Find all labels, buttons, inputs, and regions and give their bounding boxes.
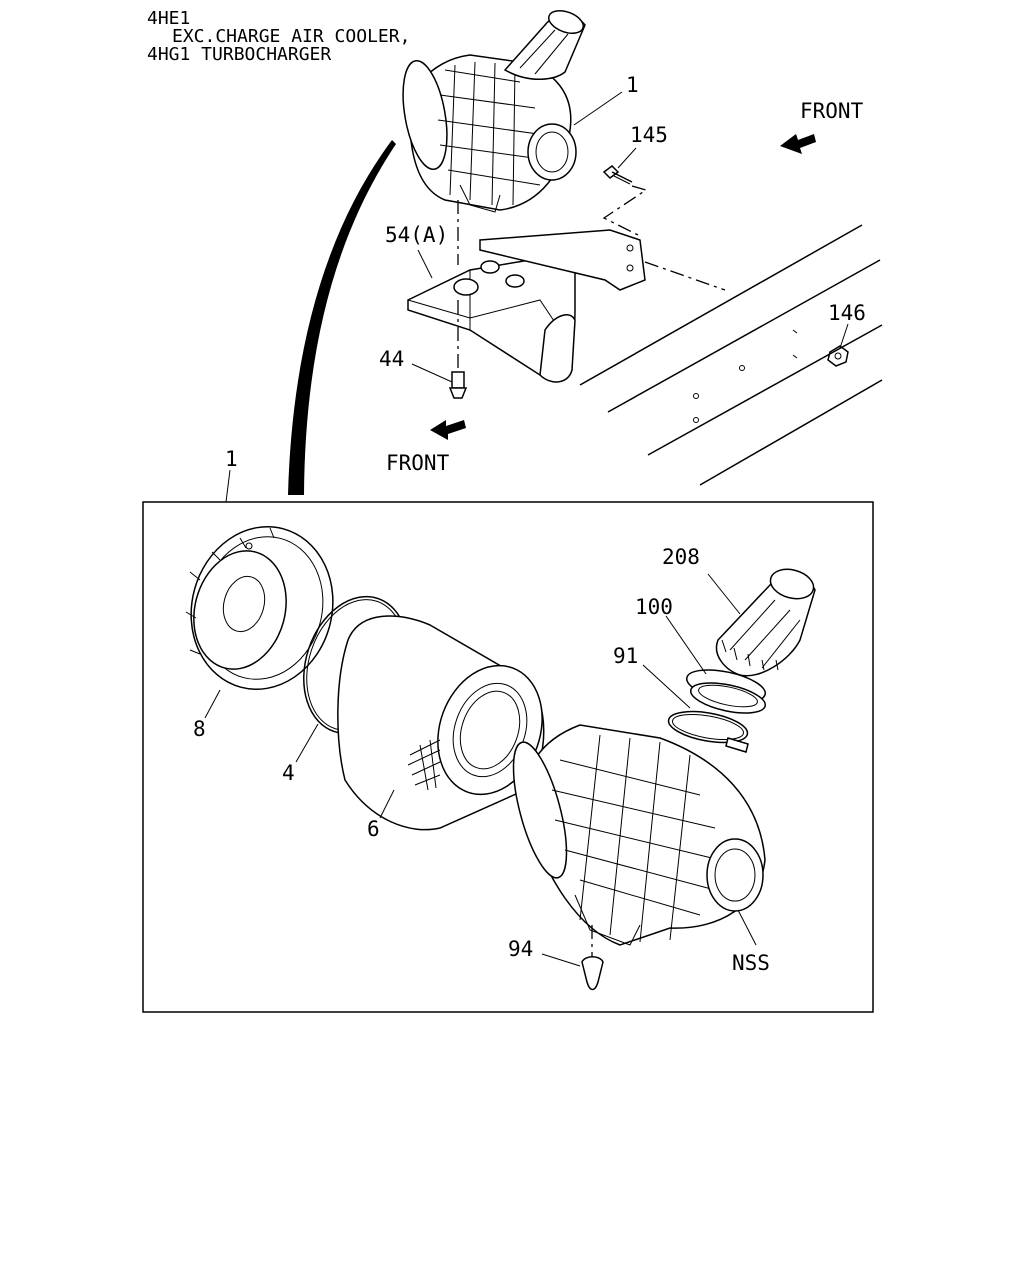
header-line-2: EXC.CHARGE AIR COOLER, <box>172 26 410 47</box>
cover-part-8 <box>185 525 334 691</box>
clamp-part-91 <box>667 710 749 753</box>
header-line-3: 4HG1 TURBOCHARGER <box>147 44 331 65</box>
callout-6: 6 <box>367 817 380 841</box>
front-label-bottom: FRONT <box>386 451 450 475</box>
callout-1-top: 1 <box>626 73 639 97</box>
bolt-44-icon <box>448 371 468 399</box>
air-cleaner-assembly-top <box>402 10 586 213</box>
callout-91: 91 <box>613 644 638 668</box>
front-arrow-bottom-icon <box>430 420 466 440</box>
frame-rail <box>579 224 883 486</box>
nut-146-icon <box>827 345 849 367</box>
front-arrow-top-icon <box>780 134 816 154</box>
mounting-bracket <box>407 229 646 383</box>
callout-44: 44 <box>379 347 404 371</box>
elbow-hose-part-208 <box>715 568 816 677</box>
header-line-1: 4HE1 <box>147 8 190 29</box>
collar-part-100 <box>686 669 767 714</box>
callout-94: 94 <box>508 937 533 961</box>
valve-part-94 <box>581 956 604 991</box>
callout-1-detail: 1 <box>225 447 238 471</box>
callout-8: 8 <box>193 717 206 741</box>
callout-146: 146 <box>828 301 866 325</box>
callout-54a: 54(A) <box>385 223 448 247</box>
callout-nss: NSS <box>732 951 770 975</box>
detail-frame <box>142 501 874 1013</box>
callout-208: 208 <box>662 545 700 569</box>
callout-145: 145 <box>630 123 668 147</box>
front-label-top: FRONT <box>800 99 864 123</box>
bolt-145-icon <box>602 165 633 185</box>
callout-4: 4 <box>282 761 295 785</box>
housing-assembly <box>512 724 766 946</box>
callout-100: 100 <box>635 595 673 619</box>
